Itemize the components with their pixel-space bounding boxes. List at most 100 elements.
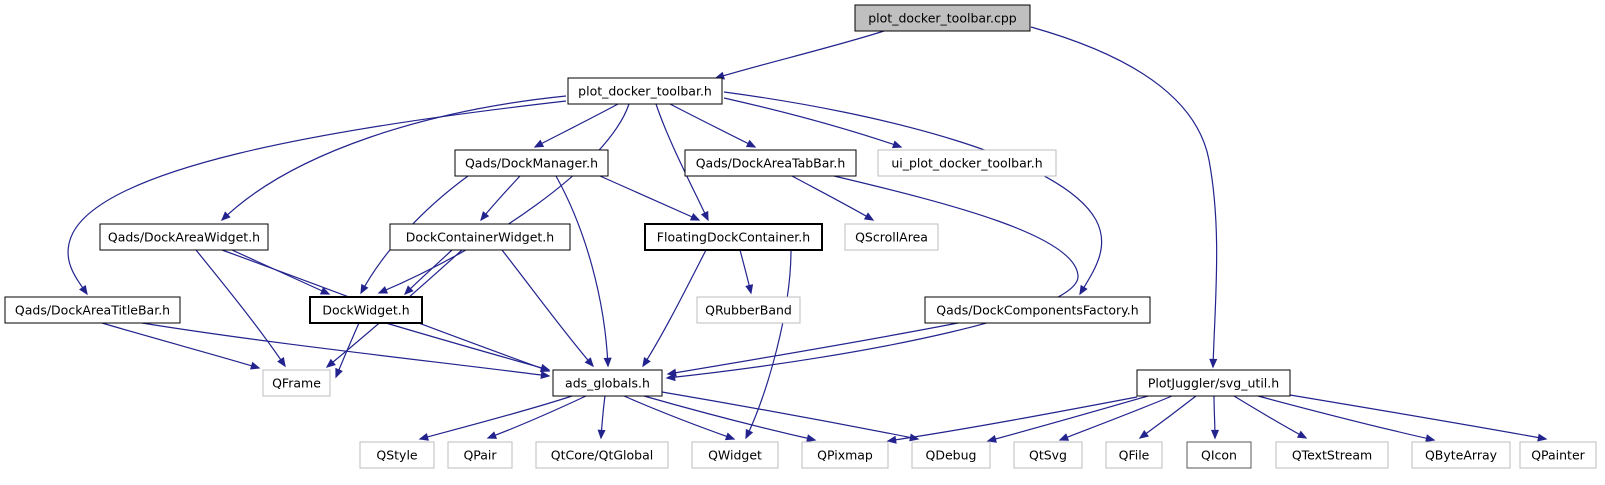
graph-node-box-qscrollarea bbox=[844, 223, 939, 251]
graph-node-floatingdockcontainer[interactable]: FloatingDockContainer.h bbox=[644, 223, 823, 251]
graph-node-label-qbytearray: QByteArray bbox=[1425, 448, 1498, 463]
graph-node-box-qstyle bbox=[359, 441, 435, 469]
graph-node-label-qpainter: QPainter bbox=[1531, 448, 1585, 463]
graph-node-label-floatingdockcontainer: FloatingDockContainer.h bbox=[657, 230, 810, 245]
graph-node-dockareawidget[interactable]: Qads/DockAreaWidget.h bbox=[99, 223, 269, 251]
graph-node-cpp: plot_docker_toolbar.cpp bbox=[854, 4, 1031, 32]
graph-node-box-qtcoreqtglobal bbox=[535, 441, 669, 469]
include-edge-h-to-dockareawidget bbox=[220, 95, 567, 222]
include-edge-dockwidget-to-adsglobals bbox=[385, 322, 551, 372]
graph-node-box-dockareawidget[interactable] bbox=[99, 223, 269, 251]
graph-node-label-dockwidget: DockWidget.h bbox=[322, 303, 409, 318]
graph-node-qtsvg: QtSvg bbox=[1013, 441, 1083, 469]
include-edge-svgutil-to-qpainter bbox=[1283, 393, 1548, 442]
graph-node-box-qrubberband bbox=[696, 296, 801, 324]
graph-node-label-dockmanager: Qads/DockManager.h bbox=[465, 156, 598, 171]
include-edge-floatingdockcontainer-to-qwidget bbox=[745, 249, 792, 440]
graph-node-qpair: QPair bbox=[447, 441, 513, 469]
graph-node-box-dockcomponentsfactory[interactable] bbox=[924, 296, 1151, 324]
graph-node-qscrollarea: QScrollArea bbox=[844, 223, 939, 251]
graph-node-qwidget: QWidget bbox=[691, 441, 779, 469]
graph-node-qstyle: QStyle bbox=[359, 441, 435, 469]
graph-node-dockareatabbar[interactable]: Qads/DockAreaTabBar.h bbox=[684, 149, 857, 177]
graph-node-box-qtextstream bbox=[1275, 441, 1389, 469]
include-edge-dockareatabbar-to-adsglobals bbox=[665, 175, 1079, 382]
include-edge-h-to-dockcomponentsfactory bbox=[723, 91, 1103, 296]
graph-node-box-svgutil[interactable] bbox=[1136, 369, 1291, 397]
include-edge-h-to-dockmanager bbox=[533, 103, 619, 148]
include-edge-adsglobals-to-qpair bbox=[486, 395, 587, 439]
include-edge-dockareawidget-to-dockwidget bbox=[231, 249, 331, 295]
graph-node-label-h: plot_docker_toolbar.h bbox=[578, 84, 712, 99]
graph-node-box-dockareatitlebar[interactable] bbox=[4, 296, 181, 324]
graph-node-label-qscrollarea: QScrollArea bbox=[855, 230, 928, 245]
graph-node-box-uiplot bbox=[877, 149, 1057, 177]
include-edge-dockcontainerwidget-to-adsglobals bbox=[501, 249, 594, 368]
include-edge-dockareatabbar-to-qscrollarea bbox=[791, 175, 875, 221]
include-edge-dockwidget-to-qframe bbox=[335, 322, 360, 379]
graph-node-label-cpp: plot_docker_toolbar.cpp bbox=[868, 11, 1017, 26]
include-edge-svgutil-to-qtextstream bbox=[1233, 395, 1308, 439]
include-edge-cpp-to-h bbox=[714, 30, 885, 80]
include-edge-dockmanager-to-adsglobals bbox=[555, 175, 612, 368]
graph-node-box-qfile bbox=[1105, 441, 1163, 469]
include-edge-svgutil-to-qicon bbox=[1210, 395, 1220, 440]
graph-node-qbytearray: QByteArray bbox=[1411, 441, 1511, 469]
graph-node-dockcontainerwidget[interactable]: DockContainerWidget.h bbox=[389, 223, 571, 251]
graph-node-box-qicon bbox=[1186, 441, 1252, 469]
graph-node-label-qpixmap: QPixmap bbox=[817, 448, 873, 463]
graph-node-box-dockareatabbar[interactable] bbox=[684, 149, 857, 177]
graph-node-box-dockwidget[interactable] bbox=[309, 296, 423, 324]
graph-node-box-floatingdockcontainer[interactable] bbox=[644, 223, 823, 251]
include-edge-svgutil-to-qbytearray bbox=[1257, 395, 1436, 443]
include-edge-dockmanager-to-floatingdockcontainer bbox=[599, 175, 701, 221]
include-edge-adsglobals-to-qstyle bbox=[418, 395, 573, 441]
graph-node-dockmanager[interactable]: Qads/DockManager.h bbox=[454, 149, 609, 177]
include-edge-adsglobals-to-qdebug bbox=[661, 391, 920, 442]
graph-node-label-qicon: QIcon bbox=[1201, 448, 1237, 463]
graph-node-box-qbytearray bbox=[1411, 441, 1511, 469]
graph-node-box-adsglobals[interactable] bbox=[552, 369, 663, 397]
graph-node-qfile: QFile bbox=[1105, 441, 1163, 469]
graph-node-label-qrubberband: QRubberBand bbox=[705, 303, 792, 318]
graph-node-label-dockcontainerwidget: DockContainerWidget.h bbox=[406, 230, 554, 245]
graph-node-h[interactable]: plot_docker_toolbar.h bbox=[567, 77, 723, 105]
include-edge-h-to-uiplot bbox=[723, 97, 903, 149]
graph-node-label-qpair: QPair bbox=[463, 448, 497, 463]
graph-node-label-svgutil: PlotJuggler/svg_util.h bbox=[1148, 376, 1279, 391]
graph-node-label-dockareatitlebar: Qads/DockAreaTitleBar.h bbox=[15, 303, 170, 318]
graph-node-label-qfile: QFile bbox=[1119, 448, 1150, 463]
graph-node-dockcomponentsfactory[interactable]: Qads/DockComponentsFactory.h bbox=[924, 296, 1151, 324]
graph-node-svgutil[interactable]: PlotJuggler/svg_util.h bbox=[1136, 369, 1291, 397]
graph-node-box-dockmanager[interactable] bbox=[454, 149, 609, 177]
graph-node-qframe: QFrame bbox=[262, 369, 331, 397]
graph-node-box-qwidget bbox=[691, 441, 779, 469]
graph-node-label-qdebug: QDebug bbox=[926, 448, 977, 463]
graph-node-label-adsglobals: ads_globals.h bbox=[565, 376, 650, 391]
graph-node-box-qpainter bbox=[1519, 441, 1597, 469]
graph-node-dockareatitlebar[interactable]: Qads/DockAreaTitleBar.h bbox=[4, 296, 181, 324]
include-edge-dockareawidget-to-qframe bbox=[195, 249, 286, 368]
graph-node-box-cpp bbox=[854, 4, 1031, 32]
graph-node-box-dockcontainerwidget[interactable] bbox=[389, 223, 571, 251]
include-edge-svgutil-to-qdebug bbox=[986, 395, 1149, 443]
graph-node-qpixmap: QPixmap bbox=[801, 441, 889, 469]
graph-node-label-dockareawidget: Qads/DockAreaWidget.h bbox=[108, 230, 260, 245]
graph-node-label-qtextstream: QTextStream bbox=[1292, 448, 1372, 463]
nodes-layer: plot_docker_toolbar.cpp plot_docker_toolb… bbox=[4, 4, 1597, 469]
include-edge-svgutil-to-qtsvg bbox=[1058, 395, 1173, 441]
graph-node-qdebug: QDebug bbox=[911, 441, 991, 469]
graph-node-label-qtcoreqtglobal: QtCore/QtGlobal bbox=[551, 448, 654, 463]
include-edge-floatingdockcontainer-to-qrubberband bbox=[739, 249, 754, 295]
include-edge-adsglobals-to-qwidget bbox=[623, 395, 736, 441]
graph-node-box-h[interactable] bbox=[567, 77, 723, 105]
graph-node-qrubberband: QRubberBand bbox=[696, 296, 801, 324]
graph-node-dockwidget[interactable]: DockWidget.h bbox=[309, 296, 423, 324]
graph-node-label-dockareatabbar: Qads/DockAreaTabBar.h bbox=[696, 156, 846, 171]
include-edge-svgutil-to-qpixmap bbox=[886, 396, 1138, 444]
graph-node-adsglobals[interactable]: ads_globals.h bbox=[552, 369, 663, 397]
graph-node-label-qstyle: QStyle bbox=[376, 448, 418, 463]
include-edge-dockareatitlebar-to-adsglobals bbox=[141, 322, 551, 379]
graph-node-uiplot: ui_plot_docker_toolbar.h bbox=[877, 149, 1057, 177]
